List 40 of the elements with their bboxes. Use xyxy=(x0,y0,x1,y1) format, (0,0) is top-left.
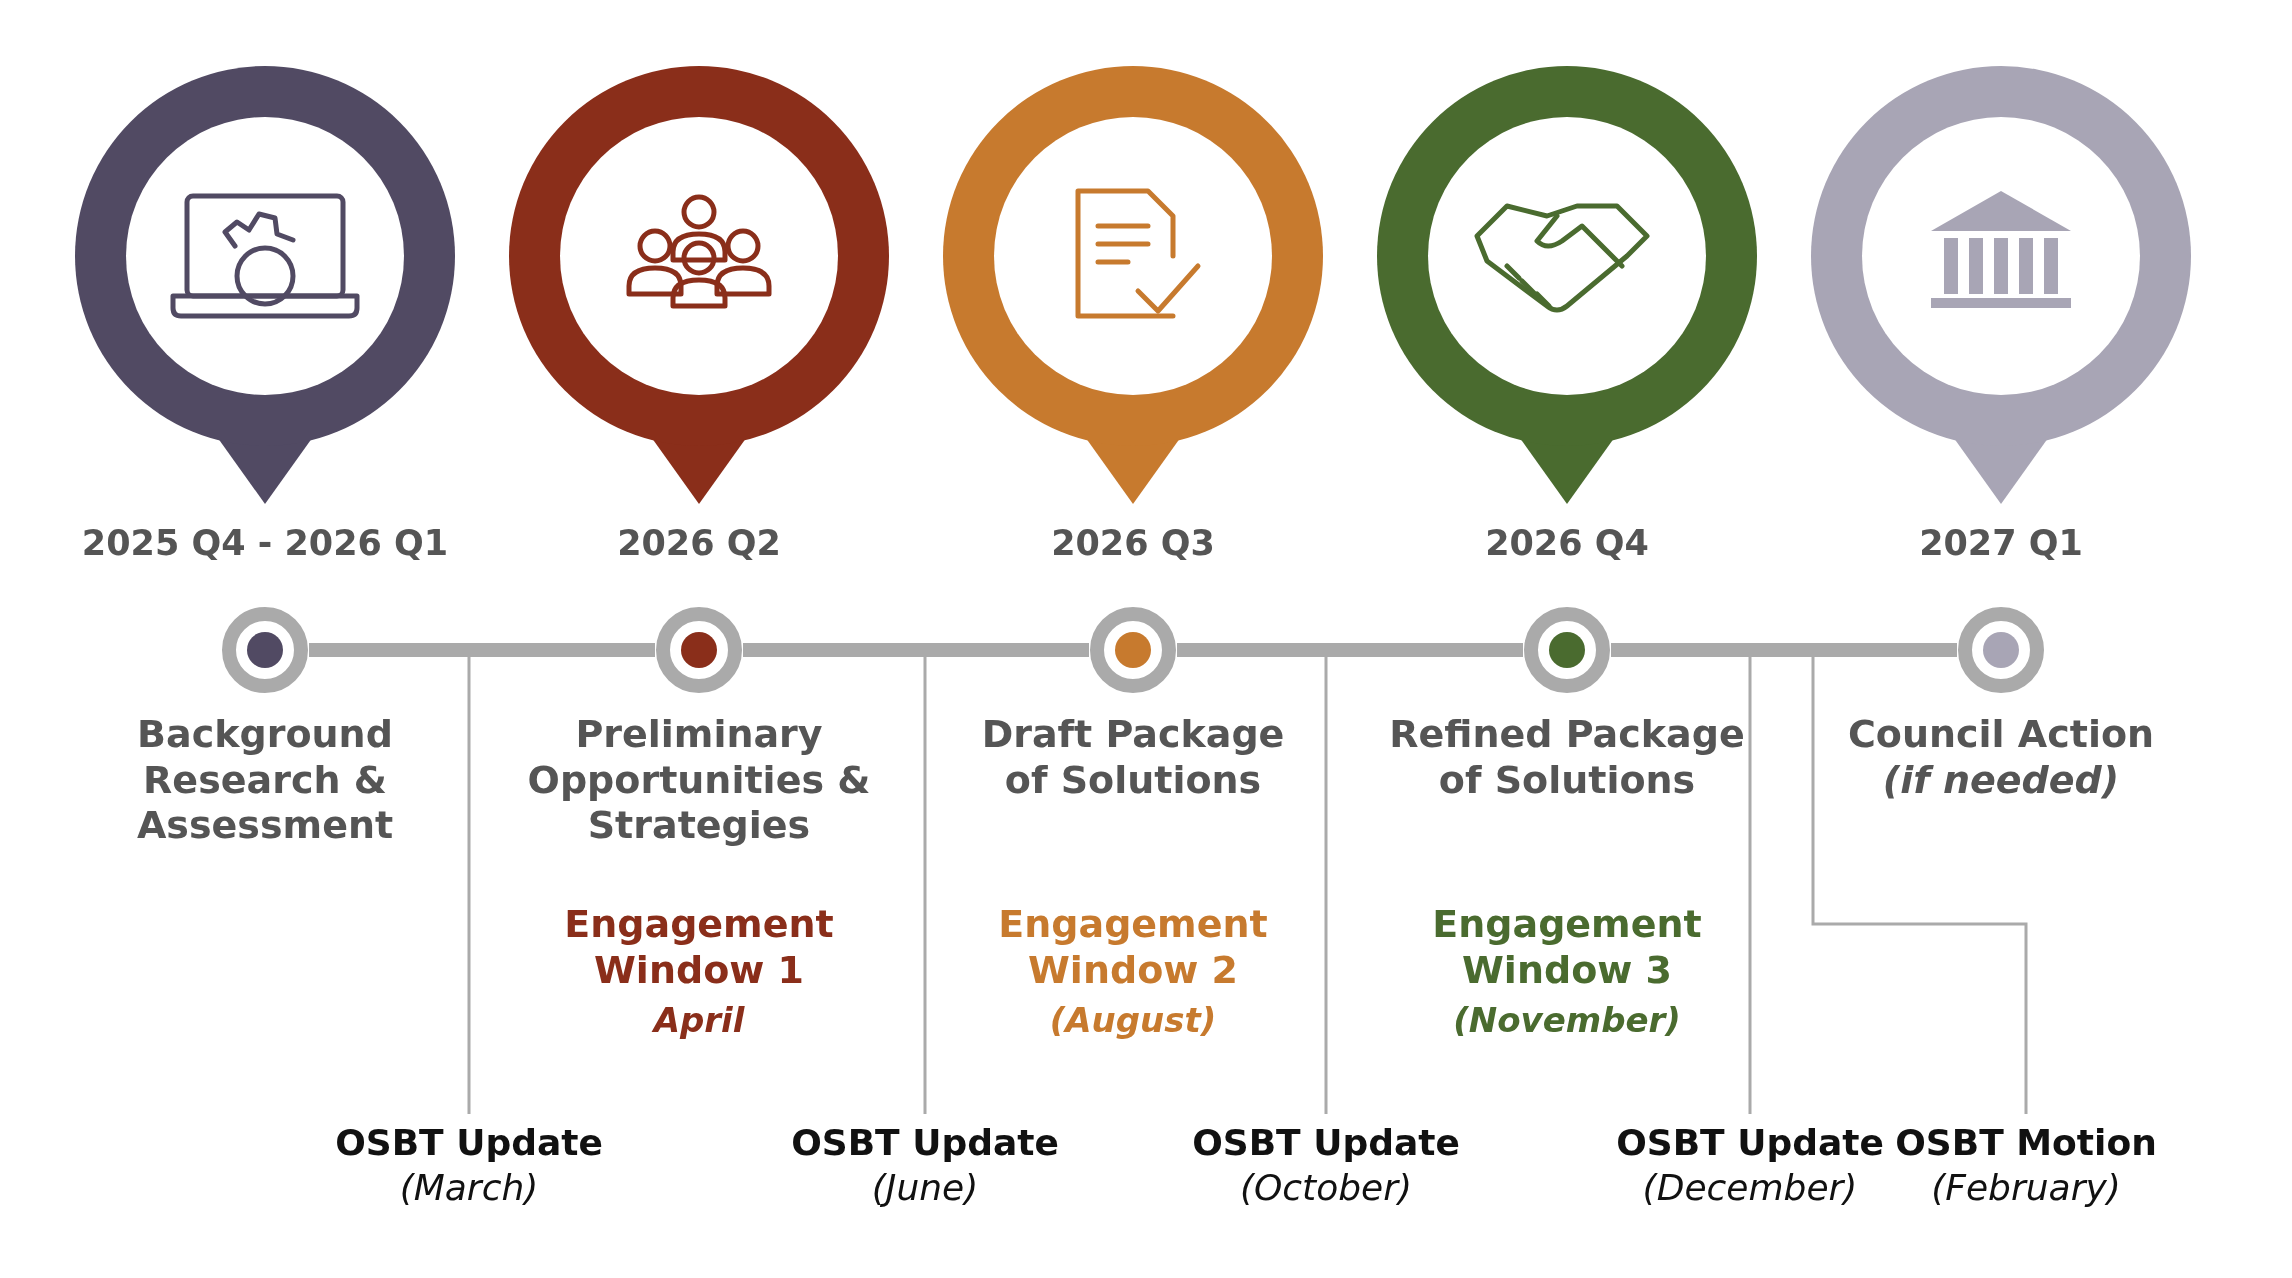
update-label: OSBT Update xyxy=(1615,1121,1885,1165)
month-label: (October) xyxy=(1238,1166,1414,1210)
quarter-label: 2027 Q1 xyxy=(1918,522,2084,564)
timeline-bar xyxy=(309,643,655,657)
timeline-marker xyxy=(221,606,309,694)
phase-title: Council Action (if needed) xyxy=(1846,712,2156,804)
timeline-marker xyxy=(1957,606,2045,694)
month-label: (December) xyxy=(1641,1166,1859,1210)
month-label: (March) xyxy=(398,1166,540,1210)
update-label: OSBT Update xyxy=(790,1121,1060,1165)
timeline-bar xyxy=(1611,643,1957,657)
timeline-bar xyxy=(1177,643,1523,657)
update-label: OSBT Update xyxy=(1191,1121,1461,1165)
leader-line xyxy=(1324,657,1328,1114)
leader-line xyxy=(1811,657,2028,1114)
timeline-marker xyxy=(655,606,743,694)
phase-title: Draft Package of Solutions xyxy=(980,712,1286,804)
leader-line xyxy=(923,657,927,1114)
leader-line xyxy=(467,657,471,1114)
update-label: OSBT Update xyxy=(334,1121,604,1165)
leader-line xyxy=(1748,657,1752,1114)
quarter-label: 2025 Q4 - 2026 Q1 xyxy=(80,522,450,564)
phase-title: Preliminary Opportunities & Strategies xyxy=(526,712,872,849)
engagement-label: Engagement Window 1 xyxy=(563,902,835,994)
update-label: OSBT Motion xyxy=(1894,1121,2158,1165)
month-label: (November) xyxy=(1452,1000,1682,1041)
engagement-label: Engagement Window 2 xyxy=(997,902,1269,994)
engagement-label: Engagement Window 3 xyxy=(1431,902,1703,994)
timeline-bar xyxy=(743,643,1089,657)
phase-title: Refined Package of Solutions xyxy=(1388,712,1746,804)
quarter-label: 2026 Q4 xyxy=(1484,522,1650,564)
quarter-label: 2026 Q3 xyxy=(1050,522,1216,564)
month-label: (August) xyxy=(1048,1000,1218,1041)
timeline-marker xyxy=(1089,606,1177,694)
month-label: April xyxy=(650,1000,746,1041)
month-label: (February) xyxy=(1930,1166,2122,1210)
quarter-label: 2026 Q2 xyxy=(616,522,782,564)
phase-title: Background Research & Assessment xyxy=(135,712,395,849)
timeline-marker xyxy=(1523,606,1611,694)
month-label: (June) xyxy=(870,1166,980,1210)
